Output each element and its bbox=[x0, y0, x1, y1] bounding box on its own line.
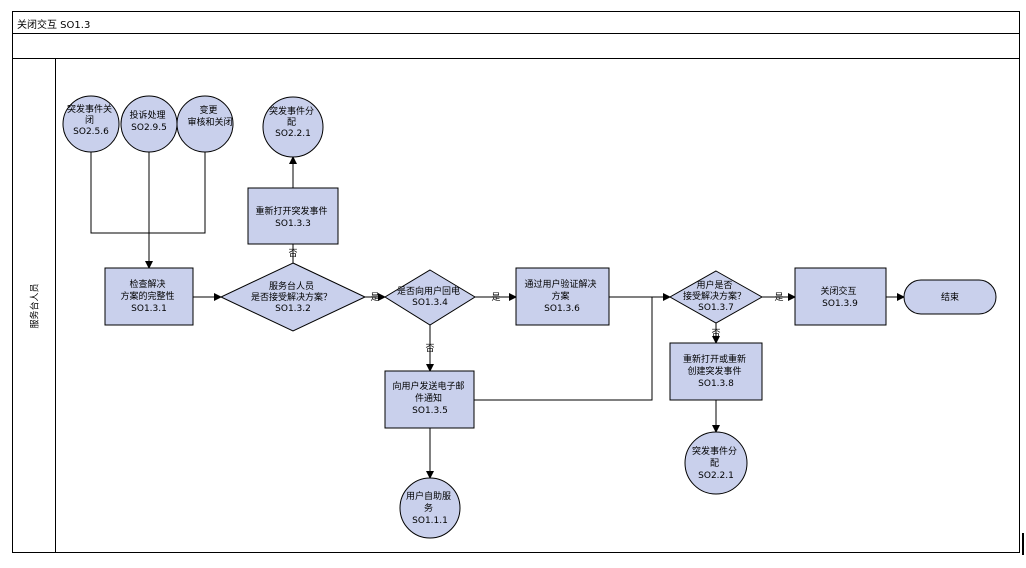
edge-label-yes-close: 是 bbox=[774, 292, 783, 303]
shapes bbox=[62, 95, 997, 539]
node-reopen-shape bbox=[247, 187, 339, 245]
node-close-shape bbox=[794, 267, 887, 326]
node-dispatch-bottom-shape bbox=[684, 431, 748, 495]
connectors bbox=[90, 152, 905, 479]
node-check-label: 检查解决 方案的完整性 SO1.3.1 bbox=[121, 278, 178, 314]
lane-label-column bbox=[12, 58, 56, 553]
node-close-label: 关闭交互 SO1.3.9 bbox=[821, 285, 860, 309]
node-closeevent-label: 突发事件关 闭 SO2.5.6 bbox=[67, 103, 115, 137]
edge-closeevent-check bbox=[90, 152, 149, 234]
node-user-accept-label: 用户是否 接受解决方案？ SO1.3.7 bbox=[683, 279, 749, 313]
edge-label-yes-verify: 是 bbox=[491, 292, 500, 303]
node-dispatch-bottom-label: 突发事件分 配 SO2.2.1 bbox=[692, 445, 740, 481]
node-selfservice-label: 用户自助服 务 SO1.1.1 bbox=[406, 490, 454, 526]
node-check-shape bbox=[104, 267, 194, 326]
node-accept-agent-shape bbox=[219, 262, 367, 332]
node-closeevent-shape bbox=[62, 95, 120, 153]
node-email-label: 向用户发送电子邮 件通知 SO1.3.5 bbox=[393, 380, 468, 416]
node-verify-label: 通过用户验证解决 方案 SO1.3.6 bbox=[525, 278, 600, 314]
edge-label-no-reopen: 否 bbox=[288, 248, 297, 259]
node-selfservice-shape bbox=[399, 477, 461, 539]
node-accept-agent-label: 服务台人员 是否接受解决方案？ SO1.3.2 bbox=[251, 280, 335, 314]
edge-change-check bbox=[149, 152, 206, 234]
node-change-shape bbox=[176, 95, 234, 153]
text-cursor bbox=[1022, 533, 1024, 555]
node-dispatch-top-label: 突发事件分 配 SO2.2.1 bbox=[269, 105, 317, 139]
node-callback-label: 是否向用户回电 SO1.3.4 bbox=[397, 285, 463, 308]
node-user-accept-shape bbox=[668, 270, 764, 324]
header-spacer-row bbox=[12, 33, 1020, 59]
node-reopen2-label: 重新打开或重新 创建突发事件 SO1.3.8 bbox=[683, 353, 749, 389]
edge-label-no-reopen2: 否 bbox=[711, 328, 720, 339]
edge-label-no-email: 否 bbox=[425, 343, 434, 354]
node-dispatch-top-shape bbox=[262, 96, 324, 158]
node-end-shape bbox=[903, 279, 997, 315]
node-reopen-label: 重新打开突发事件 SO1.3.3 bbox=[256, 205, 331, 229]
node-change-label: 变更 审核和关闭 bbox=[187, 104, 232, 128]
title-row: 关闭交互 SO1.3 bbox=[12, 11, 1020, 34]
node-email-shape bbox=[384, 370, 475, 429]
diagram-title: 关闭交互 SO1.3 bbox=[17, 20, 91, 31]
edge-label-yes-callback: 是 bbox=[370, 292, 379, 303]
node-reopen2-shape bbox=[669, 342, 763, 401]
edge-labels: 否 是 是 否 是 否 bbox=[288, 248, 783, 354]
node-verify-shape bbox=[515, 267, 610, 326]
node-callback-shape bbox=[384, 269, 476, 326]
node-complaint-label: 投诉处理 SO2.9.5 bbox=[130, 109, 169, 133]
node-end-label: 结束 bbox=[941, 291, 959, 303]
node-labels: 突发事件关 闭 SO2.5.6 投诉处理 SO2.9.5 变更 审核和关闭 突发… bbox=[67, 103, 959, 526]
edge-email-merge bbox=[474, 297, 653, 401]
